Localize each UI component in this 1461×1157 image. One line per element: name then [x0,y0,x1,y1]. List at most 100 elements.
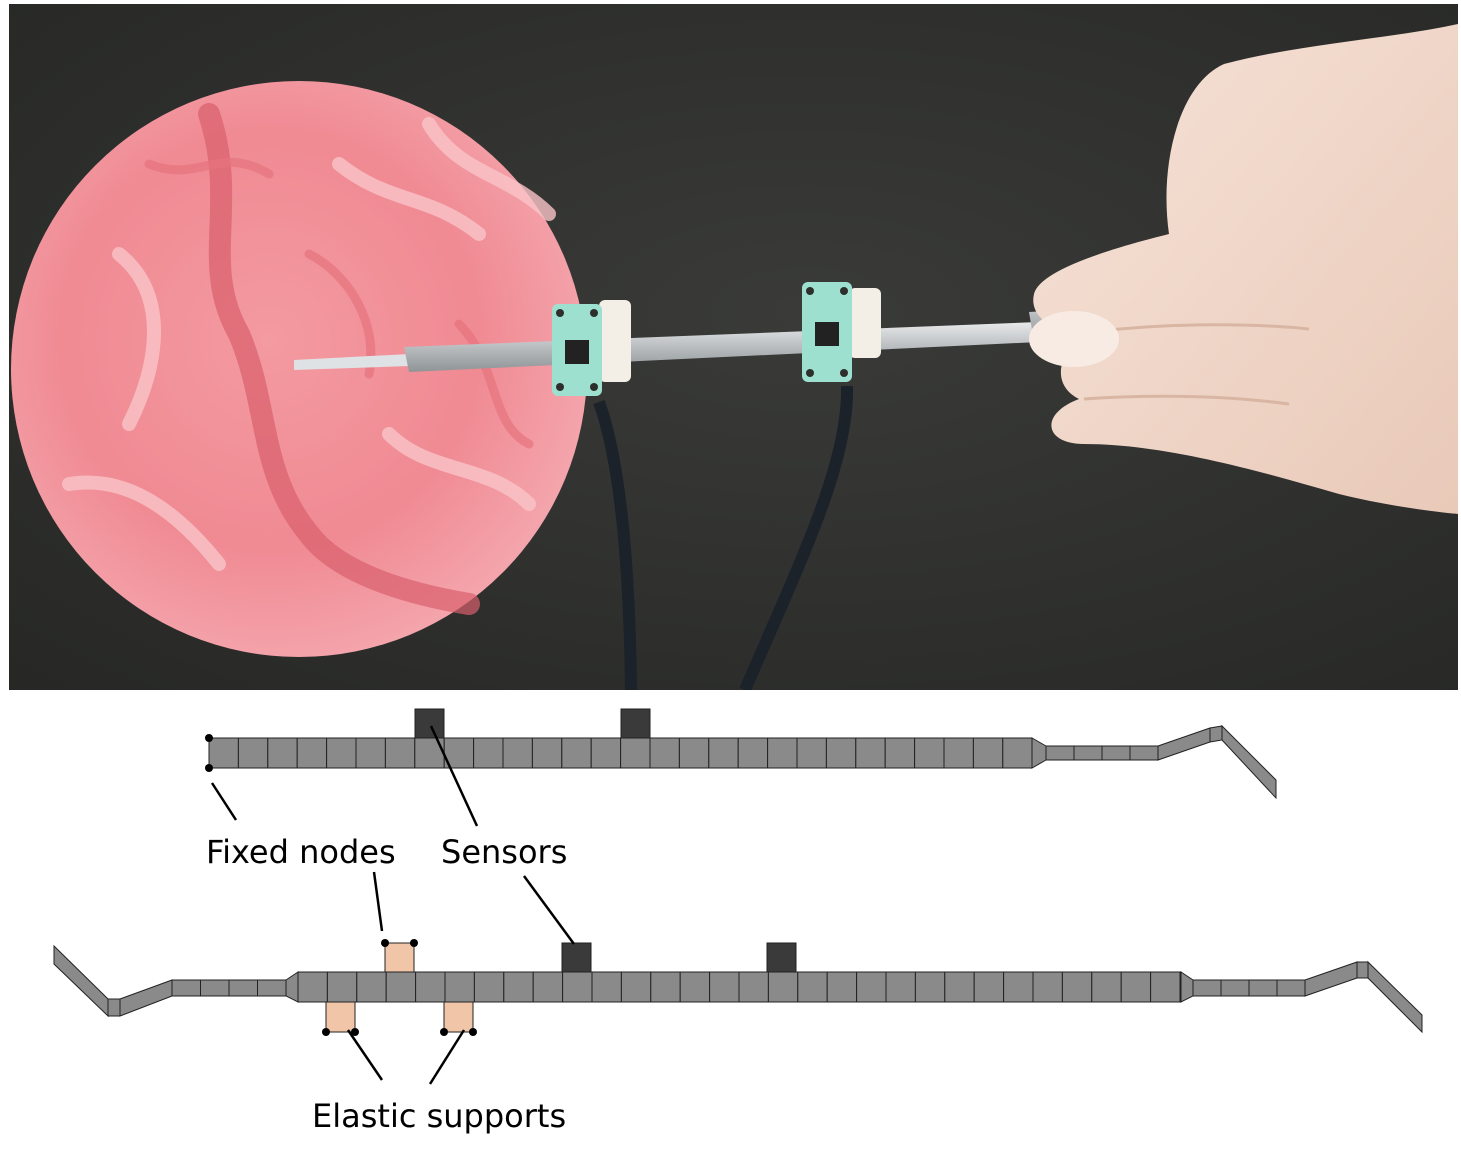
hand [1029,24,1458,514]
beam-taper [1180,971,1194,1003]
beam-element [914,971,946,1003]
beam-element [620,737,651,769]
beam-element [943,737,974,769]
sensor-element [414,708,445,739]
beam-element [737,737,769,769]
beam-element [1120,971,1152,1003]
sensor-element [620,708,651,739]
beam-element [384,737,416,769]
beam-tip-segment [1367,960,1423,1034]
beam-element [444,971,475,1003]
beam-element [503,971,534,1003]
beam-element [257,979,287,997]
node [205,764,213,772]
beam-element [297,971,328,1003]
experiment-photo [9,4,1458,690]
sensor-element [766,942,797,973]
beam-element [385,971,417,1003]
sensors-label: Sensors [441,833,567,871]
sensor-board [552,304,602,396]
bottom-beam-model [53,939,1423,1036]
beam-element [532,971,564,1003]
beam-element [856,971,887,1003]
beam-element [502,737,533,769]
sensor-element [561,942,592,973]
fe-model-diagram: Fixed nodes Sensors Elastic supports [53,708,1423,1135]
beam-element [1150,971,1181,1003]
beam-element [620,971,652,1003]
beam-element [590,737,622,769]
beam-element [855,737,886,769]
node [205,734,213,742]
beam-tip-segment [1221,724,1277,800]
beam-bend-segment [1157,727,1211,761]
node [351,1028,359,1036]
beam-element [826,971,858,1003]
node [410,939,418,947]
beam-element [473,971,505,1003]
beam-element [1002,737,1033,769]
beam-element [267,737,298,769]
beam-element [678,737,710,769]
beam-element [679,971,711,1003]
beam-element [591,971,622,1003]
beam-bend-segment [1356,961,1369,979]
fixed-nodes-label: Fixed nodes [206,833,396,871]
sensor-cable [593,399,637,690]
beam-element [1192,979,1222,997]
beam-bend-segment [107,998,121,1017]
beam-element [531,737,563,769]
beam-element [1045,745,1075,761]
beam-element [650,971,681,1003]
beam-element [1248,979,1278,997]
beam-element [884,737,916,769]
beam-element [825,737,857,769]
beam-element [1003,971,1034,1003]
beam-element [1129,745,1159,761]
beam-element [171,979,201,997]
elastic-supports-label: Elastic supports [312,1097,566,1135]
beam-taper [285,971,299,1003]
beam-element [326,971,358,1003]
beam-element [797,971,828,1003]
elastic-support-element [325,1001,356,1033]
beam-element [356,971,387,1003]
beam-element [1032,971,1063,1003]
beam-element [1091,971,1122,1003]
callout-line [429,725,479,827]
beam-taper [1031,737,1047,769]
callout-line [372,871,384,932]
callout-line [346,1029,384,1081]
callout-line [522,875,576,945]
beam-element [1220,979,1250,997]
beam-element [355,737,386,769]
beam-element [944,971,975,1003]
beam-bend-segment [1304,961,1358,997]
beam-element [561,737,592,769]
sensor-board [802,282,852,382]
beam-element [708,737,739,769]
beam-element [296,737,328,769]
beam-tip-segment [53,944,109,1018]
beam-element [709,971,740,1003]
beam-element [562,971,593,1003]
beam-element [473,737,504,769]
top-beam-model [205,708,1277,800]
elastic-support-element [384,942,415,973]
beam-element [1061,971,1093,1003]
beam-element [738,971,769,1003]
beam-element [767,971,799,1003]
beam-element [796,737,827,769]
callout-line [428,1029,466,1085]
beam-element [415,971,446,1003]
beam-element [1073,745,1103,761]
beam-element [1101,745,1131,761]
beam-element [208,737,239,769]
node [469,1028,477,1036]
sensor-cable [739,385,854,690]
clamp [599,300,631,382]
elastic-support-element [443,1001,474,1033]
node [322,1028,330,1036]
beam-element [228,979,258,997]
beam-element [972,737,1004,769]
